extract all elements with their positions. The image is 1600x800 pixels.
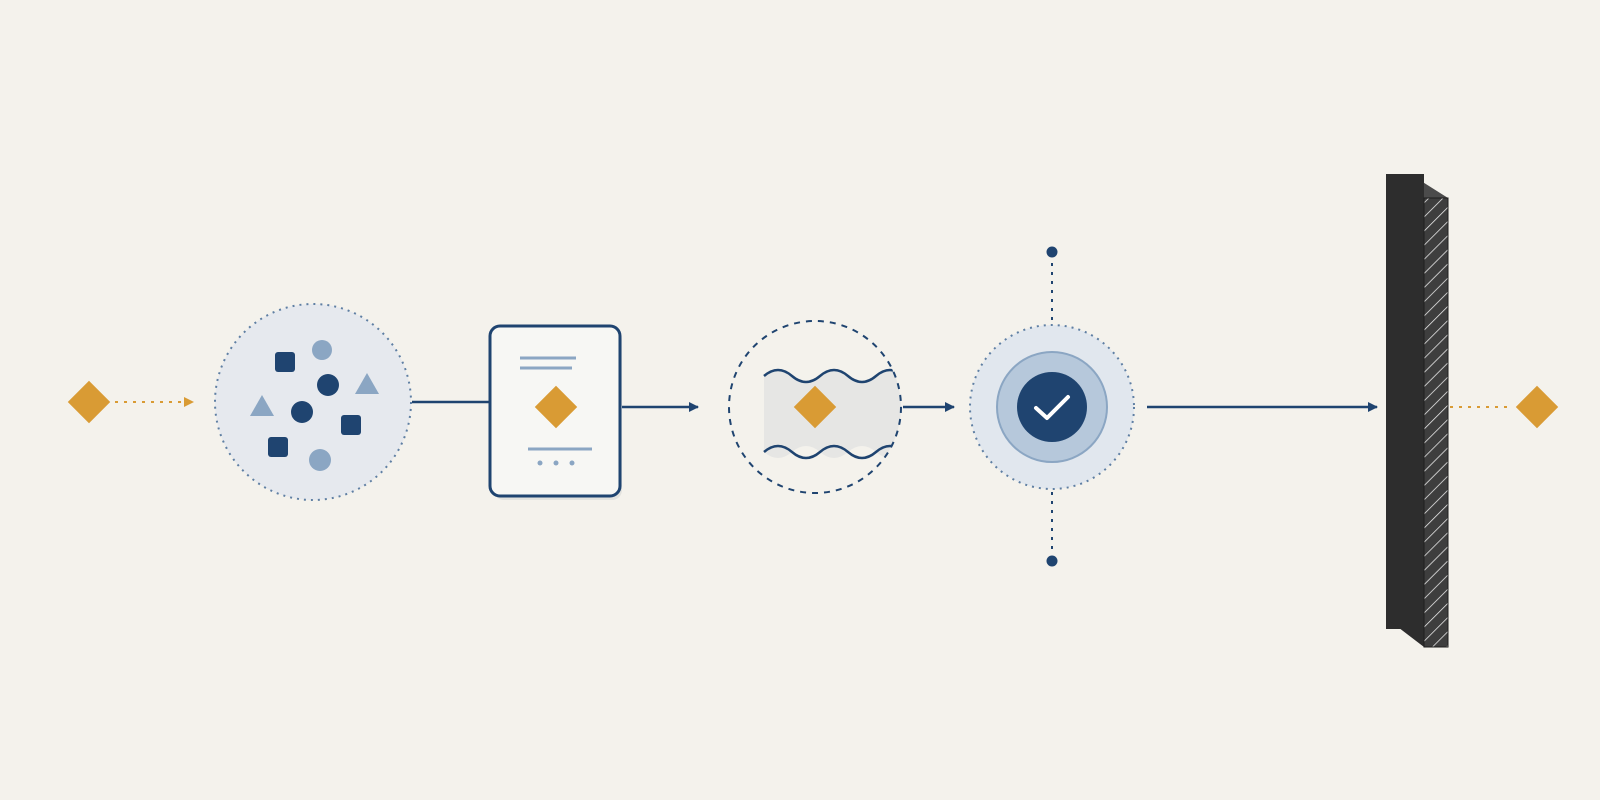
check-icon	[1034, 395, 1070, 420]
endpoint-dot	[1046, 246, 1058, 258]
pool-circle	[214, 303, 412, 501]
output-marker	[1450, 385, 1559, 429]
input-marker	[67, 380, 194, 424]
endpoint-dot	[1046, 555, 1058, 567]
square-shape	[275, 352, 295, 372]
wall-icon	[1423, 197, 1449, 648]
bottom-wave-line	[763, 444, 901, 460]
wall-bottom-shade	[1386, 618, 1424, 647]
check-badge	[1017, 372, 1087, 442]
wave-filter	[728, 320, 902, 494]
mixed-input-pool	[214, 303, 412, 501]
wave-circle-border	[728, 320, 902, 494]
triangle-shape	[250, 395, 274, 416]
document-card	[488, 324, 622, 500]
validation-check	[969, 246, 1135, 567]
diamond-icon	[67, 380, 111, 424]
dot	[553, 460, 559, 466]
diamond-icon	[1515, 385, 1559, 429]
triangle-shape	[355, 373, 379, 394]
top-wave-line	[763, 368, 901, 384]
dot	[569, 460, 575, 466]
square-shape	[268, 437, 288, 457]
barrier-wall	[1386, 174, 1449, 648]
circle-shape	[291, 401, 313, 423]
circle-shape	[317, 374, 339, 396]
wall-front-face	[1386, 174, 1424, 629]
circle-shape	[309, 449, 331, 471]
wave-band	[764, 370, 901, 458]
square-shape	[341, 415, 361, 435]
dot	[537, 460, 543, 466]
circle-shape	[312, 340, 332, 360]
